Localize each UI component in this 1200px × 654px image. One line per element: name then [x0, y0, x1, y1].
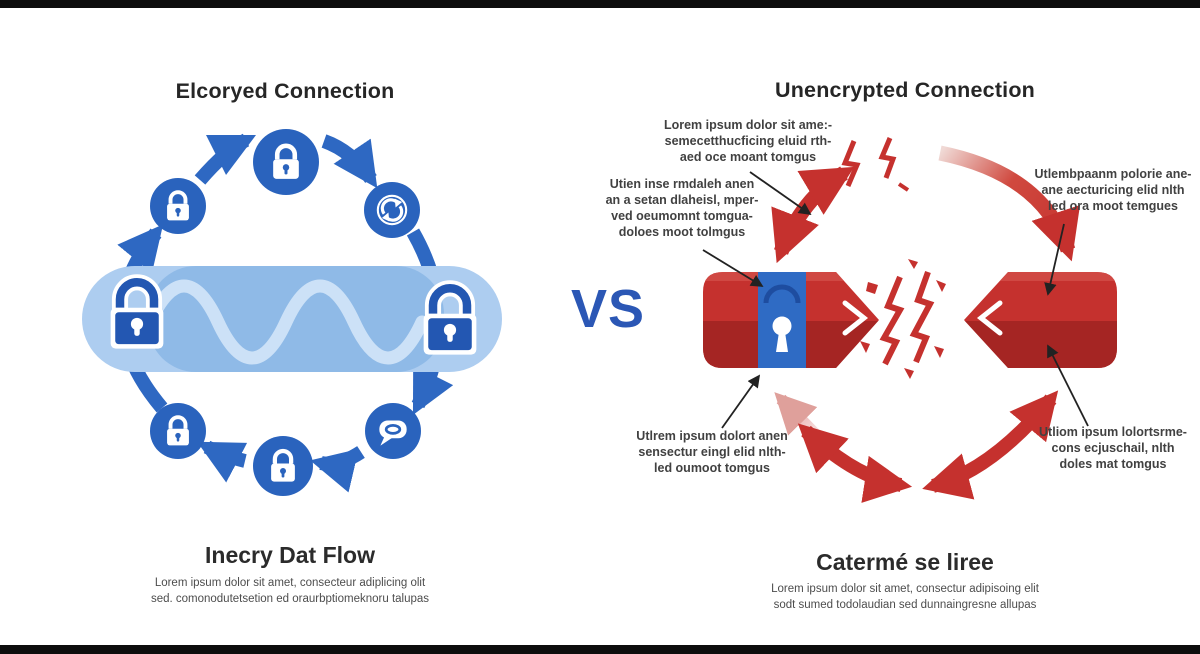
annotation-line: led ora moot temgues	[1048, 199, 1178, 213]
cycle-arrow-bottom-left	[197, 440, 248, 483]
pointer-bottom-right	[1047, 344, 1089, 427]
cycle-arrow-top-left	[194, 133, 257, 185]
lock-icon	[150, 178, 206, 234]
pointer-top-right	[1044, 223, 1065, 296]
annotation-line: Utlrem ipsum dolort anen	[636, 429, 788, 443]
right-diagram-title: Unencrypted Connection	[774, 78, 1036, 102]
annotation-line: an a setan dlaheisl, mper-	[605, 193, 759, 207]
red-double-arrow-bottom-left	[797, 423, 913, 503]
annotation-left: Utien inse rmdaleh anen an a setan dlahe…	[594, 176, 770, 240]
vs-label: VS	[570, 279, 646, 339]
caption-line: Lorem ipsum dolor sit amet, consecteur a…	[154, 577, 426, 589]
cycle-arrow-top-right	[321, 134, 378, 189]
pointer-bottom-left	[721, 374, 761, 429]
annotation-line: Lorem ipsum dolor sit ame:-	[663, 118, 833, 132]
annotation-line: semecetthucficing eluid rth-	[664, 134, 832, 148]
cycle-nodes	[150, 129, 421, 496]
annotation-line: Utien inse rmdaleh anen	[609, 177, 755, 191]
break-chevron-right	[976, 300, 1003, 336]
annotation-line: doloes moot tolmgus	[618, 225, 746, 239]
annotation-line: doles mat tomgus	[1059, 457, 1167, 471]
left-diagram-title: Elcoryed Connection	[175, 79, 395, 103]
annotation-line: sensectur eingl elid nlth-	[638, 445, 786, 459]
encrypted-data-pill	[82, 266, 502, 372]
annotation-line: aed oce moant tomgus	[679, 150, 817, 164]
right-caption-text: Lorem ipsum dolor sit amet, consectur ad…	[690, 582, 1120, 613]
lock-icon	[253, 436, 313, 496]
annotation-line: Utlembpaanm polorie ane-	[1034, 167, 1192, 181]
annotation-line: ved oeumomnt tomgua-	[611, 209, 753, 223]
pointer-left	[702, 249, 764, 287]
annotation-top-right: Utlembpaanm polorie ane- ane aecturicing…	[1030, 166, 1196, 214]
left-caption-text: Lorem ipsum dolor sit amet, consecteur a…	[75, 576, 505, 607]
top-crack-sparks	[841, 137, 910, 192]
bottom-border-bar	[0, 645, 1200, 654]
left-caption-title: Inecry Dat Flow	[205, 542, 375, 568]
annotation-line: Utliom ipsum lolortsrme-	[1039, 425, 1187, 439]
break-chevron-left	[842, 300, 869, 336]
broken-bar-right	[964, 272, 1117, 368]
red-double-arrow-bottom-right	[922, 390, 1059, 500]
red-arc-arrow-top-right	[938, 145, 1081, 262]
lock-icon	[150, 403, 206, 459]
sync-icon	[364, 182, 420, 238]
right-caption-title: Catermé se liree	[816, 549, 994, 575]
encrypted-wave	[143, 279, 429, 365]
annotation-bottom-left: Utlrem ipsum dolort anen sensectur eingl…	[620, 428, 804, 476]
broken-bar-left	[703, 272, 879, 368]
keyhole-icon	[772, 316, 792, 336]
lock-band	[758, 272, 806, 368]
annotation-bottom-right: Utliom ipsum lolortsrme- cons ecjuschail…	[1028, 424, 1198, 472]
annotation-line: cons ecjuschail, nlth	[1051, 441, 1175, 455]
chat-icon	[365, 403, 421, 459]
pointer-top	[749, 171, 812, 216]
attack-arrows	[771, 145, 1081, 503]
caption-line: Lorem ipsum dolor sit amet, consectur ad…	[771, 583, 1039, 595]
encrypted-connection-diagram	[82, 129, 502, 496]
caption-line: sodt sumed todolaudian sed dunnaingresne…	[773, 598, 1037, 611]
lock-shackle	[763, 284, 801, 304]
red-double-arrow-top-left	[771, 166, 855, 264]
cycle-arrow-bottom-right	[310, 446, 365, 493]
lock-icon	[253, 129, 319, 195]
center-crack	[860, 259, 946, 379]
annotation-line: led oumoot tomgus	[654, 461, 770, 475]
unencrypted-connection-diagram	[702, 137, 1117, 503]
caption-line: sed. comonodutetsetion ed oraurbptiomekn…	[150, 592, 430, 605]
annotation-top: Lorem ipsum dolor sit ame:- semecetthucf…	[645, 117, 851, 165]
annotation-line: ane aecturicing elid nlth	[1041, 183, 1185, 197]
annotation-lines	[702, 171, 1089, 429]
top-border-bar	[0, 0, 1200, 8]
